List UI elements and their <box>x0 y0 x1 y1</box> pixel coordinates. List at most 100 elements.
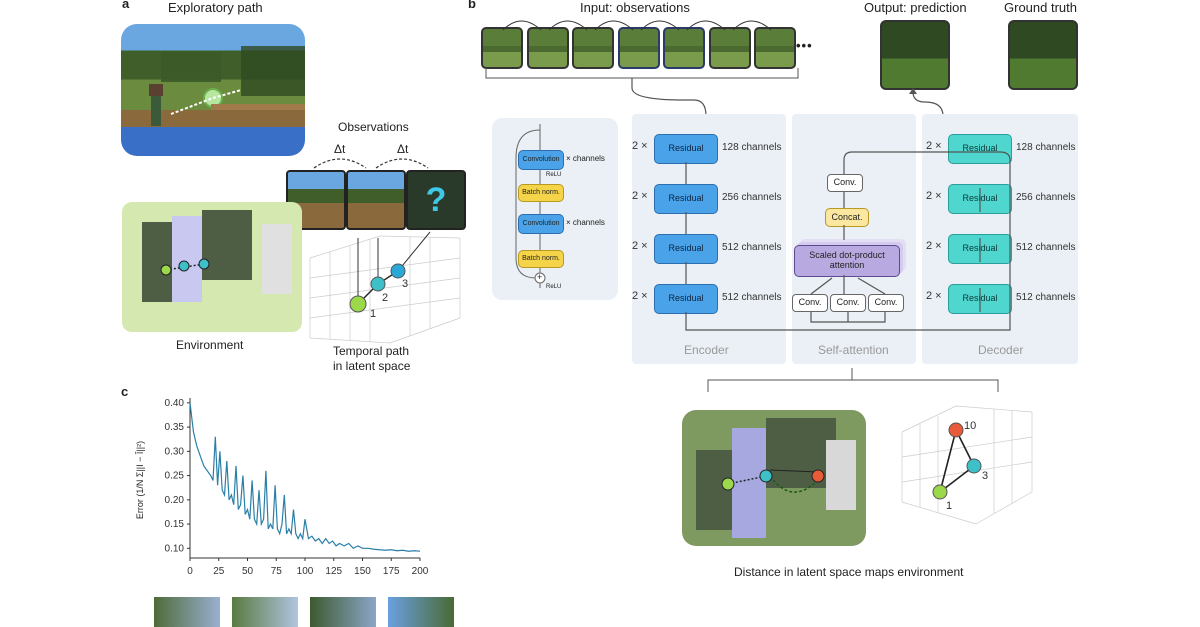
latent-map-caption: Distance in latent space maps environmen… <box>734 565 964 579</box>
ground-truth-image <box>1008 20 1078 90</box>
input-frame <box>708 27 751 69</box>
encoder-residual-label: Residual <box>668 293 704 304</box>
encoder-residual-label: Residual <box>668 193 704 204</box>
residual-block-detail: Convolution × channels ReLU Batch norm. … <box>492 118 618 300</box>
attention-conv-top-label: Conv. <box>833 177 857 188</box>
x-tick-label: 100 <box>297 566 314 577</box>
observation-frame-unknown: ? <box>406 170 466 230</box>
decoder-residual-block: Residual <box>948 134 1012 164</box>
latent-bracket <box>707 368 999 392</box>
batchnorm-block-1: Batch norm. <box>518 184 564 202</box>
decoder-multiplier: 2 × <box>926 240 942 252</box>
x-tick-label: 0 <box>187 566 193 577</box>
encoder-channels-label: 512 channels <box>722 292 782 303</box>
observations-label: Observations <box>338 120 409 134</box>
plus-symbol: + <box>537 272 543 282</box>
decoder-multiplier: 2 × <box>926 140 942 152</box>
sample-thumbnail-3 <box>310 597 376 627</box>
encoder-title: Encoder <box>684 343 729 357</box>
output-prediction-label: Output: prediction <box>864 0 967 15</box>
observation-frame-2 <box>346 170 406 230</box>
exploratory-scene-image <box>121 24 305 156</box>
delta-t-label-1: Δt <box>334 142 346 156</box>
decoder-multiplier: 2 × <box>926 190 942 202</box>
output-prediction-image <box>880 20 950 90</box>
sample-thumbnail-4 <box>388 597 454 627</box>
concat-block: Concat. <box>825 208 869 227</box>
encoder-multiplier: 2 × <box>632 290 648 302</box>
attention-conv-3-label: Conv. <box>874 297 898 308</box>
latent-b-label-1: 1 <box>946 500 953 512</box>
decoder-channels-label: 128 channels <box>1016 142 1076 153</box>
attention-conv-2: Conv. <box>830 294 866 312</box>
decoder-residual-label: Residual <box>962 143 998 154</box>
x-tick-label: 175 <box>383 566 400 577</box>
encoder-residual-label: Residual <box>668 143 704 154</box>
attention-conv-top: Conv. <box>827 174 863 192</box>
environment-label: Environment <box>176 338 244 352</box>
channels-label-2: × channels <box>566 218 605 227</box>
latent-label-line1: Temporal path <box>333 344 410 358</box>
y-axis-label: Error (1/N Σ||I − Î||²) <box>135 440 145 520</box>
architecture-connectors <box>685 151 1011 331</box>
encoder-multiplier: 2 × <box>632 190 648 202</box>
decoder-multiplier: 2 × <box>926 290 942 302</box>
decoder-channels-label: 512 channels <box>1016 292 1076 303</box>
ellipsis: ••• <box>796 38 813 53</box>
y-tick-label: 0.40 <box>165 398 185 409</box>
input-frame <box>481 27 523 69</box>
exploratory-path-label: Exploratory path <box>168 0 263 15</box>
latent-space-plot-b <box>901 405 1033 525</box>
latent-environment-map <box>682 410 866 546</box>
latent-b-label-3: 3 <box>982 470 989 482</box>
latent-space-plot-a <box>309 231 461 344</box>
input-observations-label: Input: observations <box>580 0 690 15</box>
sdpa-label: Scaled dot-product attention <box>809 250 885 270</box>
x-tick-label: 125 <box>325 566 342 577</box>
self-attention-title: Self-attention <box>818 343 889 357</box>
conv-block-2: Convolution <box>518 214 564 234</box>
x-tick-label: 75 <box>271 566 283 577</box>
latent-point-label-1: 1 <box>370 308 377 320</box>
encoder-residual-block: Residual <box>654 184 718 214</box>
y-tick-label: 0.20 <box>165 495 185 506</box>
latent-b-label-10: 10 <box>964 420 977 432</box>
latent-point-label-2: 2 <box>382 292 389 304</box>
y-tick-label: 0.15 <box>165 519 185 530</box>
encoder-multiplier: 2 × <box>632 140 648 152</box>
frame-sequence-arrows <box>502 20 772 31</box>
conv-block-1: Convolution <box>518 150 564 170</box>
y-tick-label: 0.35 <box>165 422 185 433</box>
decoder-channels-label: 256 channels <box>1016 192 1076 203</box>
x-tick-label: 200 <box>412 566 429 577</box>
encoder-residual-block: Residual <box>654 134 718 164</box>
input-frame <box>754 27 796 69</box>
latent-label-line2: in latent space <box>333 359 411 373</box>
sample-thumbnail-1 <box>154 597 220 627</box>
batchnorm-1-label: Batch norm. <box>522 189 560 197</box>
question-mark-icon: ? <box>425 180 447 219</box>
delta-t-label-2: Δt <box>397 142 409 156</box>
sdpa-block: Scaled dot-product attention <box>794 245 900 277</box>
batchnorm-2-label: Batch norm. <box>522 255 560 263</box>
panel-b-letter: b <box>468 0 476 11</box>
y-tick-label: 0.30 <box>165 446 185 457</box>
conv-block-1-label: Convolution <box>522 156 560 164</box>
delta-t-arrows <box>313 158 429 169</box>
attention-conv-2-label: Conv. <box>836 297 860 308</box>
concat-label: Concat. <box>831 211 863 222</box>
relu-label-1: ReLU <box>546 172 562 178</box>
input-frame <box>617 27 660 69</box>
attention-conv-1-label: Conv. <box>798 297 822 308</box>
encoder-channels-label: 128 channels <box>722 142 782 153</box>
sample-thumbnail-2 <box>232 597 298 627</box>
attention-conv-1: Conv. <box>792 294 828 312</box>
loss-series-line <box>189 402 421 552</box>
output-arrow <box>909 88 944 117</box>
panel-a-letter: a <box>122 0 130 11</box>
environment-map <box>122 202 302 332</box>
input-frame <box>663 27 705 69</box>
conv-block-2-label: Convolution <box>522 220 560 228</box>
decoder-channels-label: 512 channels <box>1016 242 1076 253</box>
decoder-title: Decoder <box>978 343 1024 357</box>
